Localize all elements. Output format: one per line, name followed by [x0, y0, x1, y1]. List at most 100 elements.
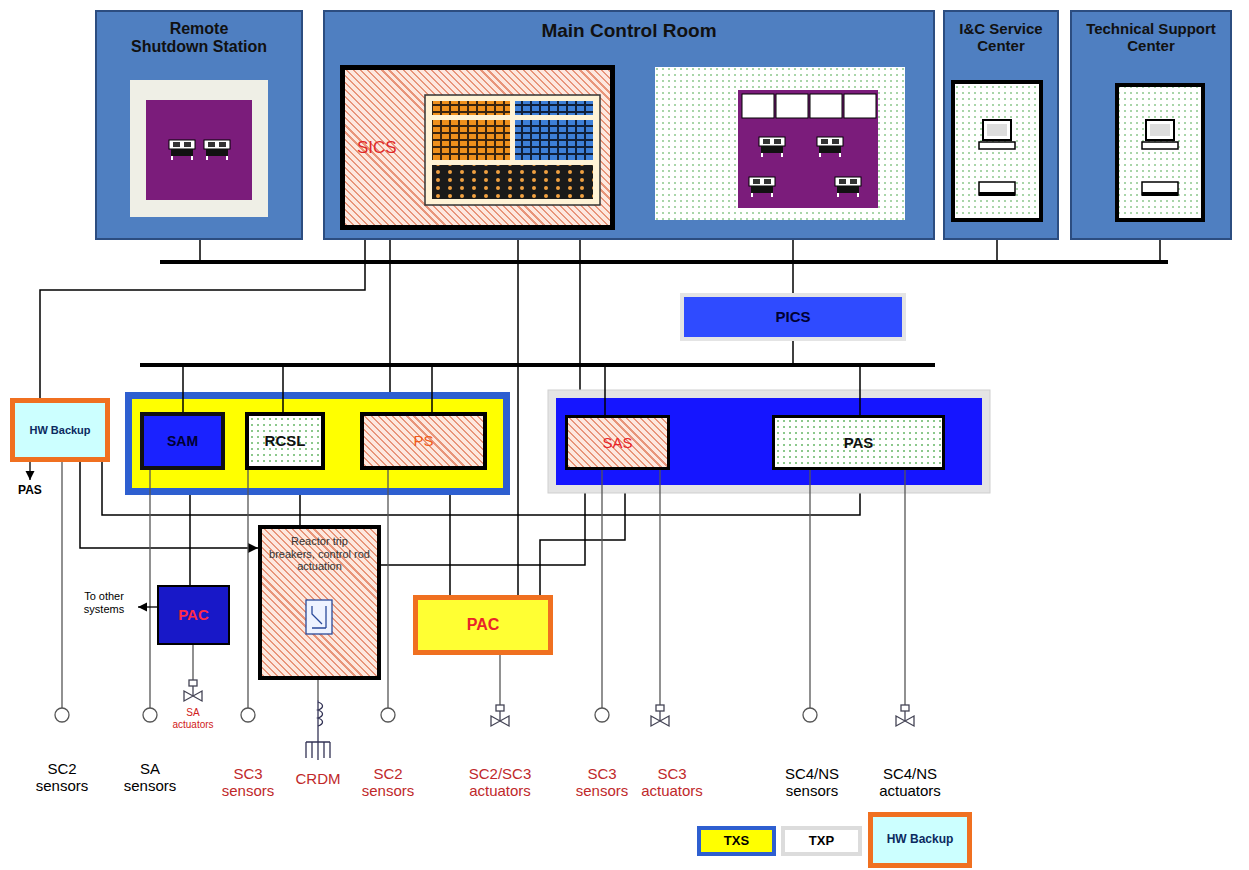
workstation [1142, 120, 1178, 149]
signal-label: To other systems [72, 590, 136, 615]
crdm-symbol [306, 742, 330, 758]
field-wire [601, 470, 602, 708]
control-panel [432, 120, 510, 160]
valve-symbol [184, 680, 914, 726]
control-panel [432, 101, 510, 115]
field-wire [499, 655, 500, 705]
backup-box: HW Backup [10, 398, 110, 462]
operator-consoles [738, 90, 878, 208]
field-wire [247, 470, 248, 708]
operator-consoles [749, 177, 775, 197]
bus-line [182, 365, 184, 412]
node-text: I&C Service Center [951, 20, 1051, 55]
sensor-symbol [55, 708, 817, 722]
group-frame [556, 398, 982, 485]
sensor-symbol [595, 708, 609, 722]
bus-line [160, 260, 1168, 264]
node-text: Technical Support Center [1086, 20, 1216, 55]
operator-consoles [810, 94, 842, 118]
field-device-label: SA actuators [165, 707, 221, 730]
legend-swatch: TXS [697, 826, 776, 856]
workstation [953, 82, 1203, 220]
sas-box: SAS [565, 415, 670, 470]
console-station [204, 140, 230, 160]
node-text: PAC [178, 606, 209, 623]
group-frame [548, 390, 990, 493]
node-text: Main Control Room [541, 20, 716, 42]
breaker-symbol [312, 606, 326, 628]
signal-label: PAS [10, 484, 50, 498]
pac-box: PAC [413, 595, 553, 655]
sensor-symbol [143, 708, 157, 722]
sensor-symbol [381, 708, 395, 722]
field-wire [149, 470, 150, 708]
operator-consoles [655, 67, 905, 220]
field-device-label: SC2 sensors [356, 765, 420, 800]
valve-symbol [896, 705, 914, 726]
node-text: Reactor trip breakers, control rod actua… [267, 535, 372, 573]
breaker-symbol [306, 600, 332, 634]
field-device-label: SC4/NS actuators [872, 765, 948, 800]
field-wire [904, 470, 905, 705]
field-wire [29, 462, 30, 480]
crdm-symbol [318, 702, 323, 726]
control-panel [515, 101, 593, 115]
legend-text: TXS [724, 834, 749, 849]
workstation [1117, 85, 1203, 220]
node-text: PICS [775, 308, 810, 325]
field-device-label: CRDM [288, 770, 348, 787]
field-device-label: SC3 actuators [636, 765, 708, 800]
group-frame [132, 399, 503, 488]
pics-box: PICS [680, 293, 906, 341]
bus-line [859, 365, 861, 415]
field-wire [659, 470, 660, 705]
legend-swatch: TXP [781, 826, 862, 856]
legend-text: HW Backup [887, 833, 954, 847]
workstation [1142, 182, 1178, 196]
field-device-label: SC4/NS sensors [779, 765, 845, 800]
node-text: RCSL [265, 432, 306, 449]
field-wire [809, 470, 810, 708]
signal-connector [40, 230, 365, 398]
field-wire [192, 645, 193, 680]
bus-line [604, 365, 606, 415]
ps-box: PS [360, 412, 487, 470]
operator-consoles [776, 94, 808, 118]
signal-connector [579, 230, 581, 415]
bus-line [431, 365, 433, 412]
signal-connector [389, 230, 391, 412]
field-wire [30, 462, 905, 708]
pas-box: PAS [772, 415, 945, 470]
node-text: Remote Shutdown Station [129, 20, 269, 57]
field-wire [387, 470, 388, 708]
workstation [953, 82, 1041, 220]
operator-consoles [835, 177, 861, 197]
bus-line [996, 240, 998, 262]
sensor-symbol [55, 708, 69, 722]
pac-box: PAC [157, 585, 230, 645]
operator-consoles [844, 94, 876, 118]
legend-swatch: HW Backup [868, 812, 972, 868]
field-device-label: SC2 sensors [30, 760, 94, 795]
bus-line [1159, 240, 1161, 262]
breaker-symbol [306, 600, 332, 634]
workstation [979, 182, 1015, 196]
field-device-label: SC3 sensors [570, 765, 634, 800]
sam-box: SAM [140, 412, 225, 470]
workstation [979, 120, 1015, 149]
console-station [169, 140, 195, 160]
crdm-symbol [306, 700, 330, 760]
signal-connector [517, 230, 519, 595]
node-text: PS [413, 432, 433, 449]
valve-symbol [491, 705, 509, 726]
field-device-label: SC2/SC3 actuators [459, 765, 541, 800]
node-text: PAS [844, 434, 874, 451]
control-panel [425, 95, 600, 205]
bus-line [792, 340, 794, 365]
node-text: SAM [167, 433, 198, 449]
sensor-symbol [241, 708, 255, 722]
bus-line [140, 363, 935, 367]
operator-consoles [817, 137, 843, 157]
signal-connector [792, 240, 794, 293]
